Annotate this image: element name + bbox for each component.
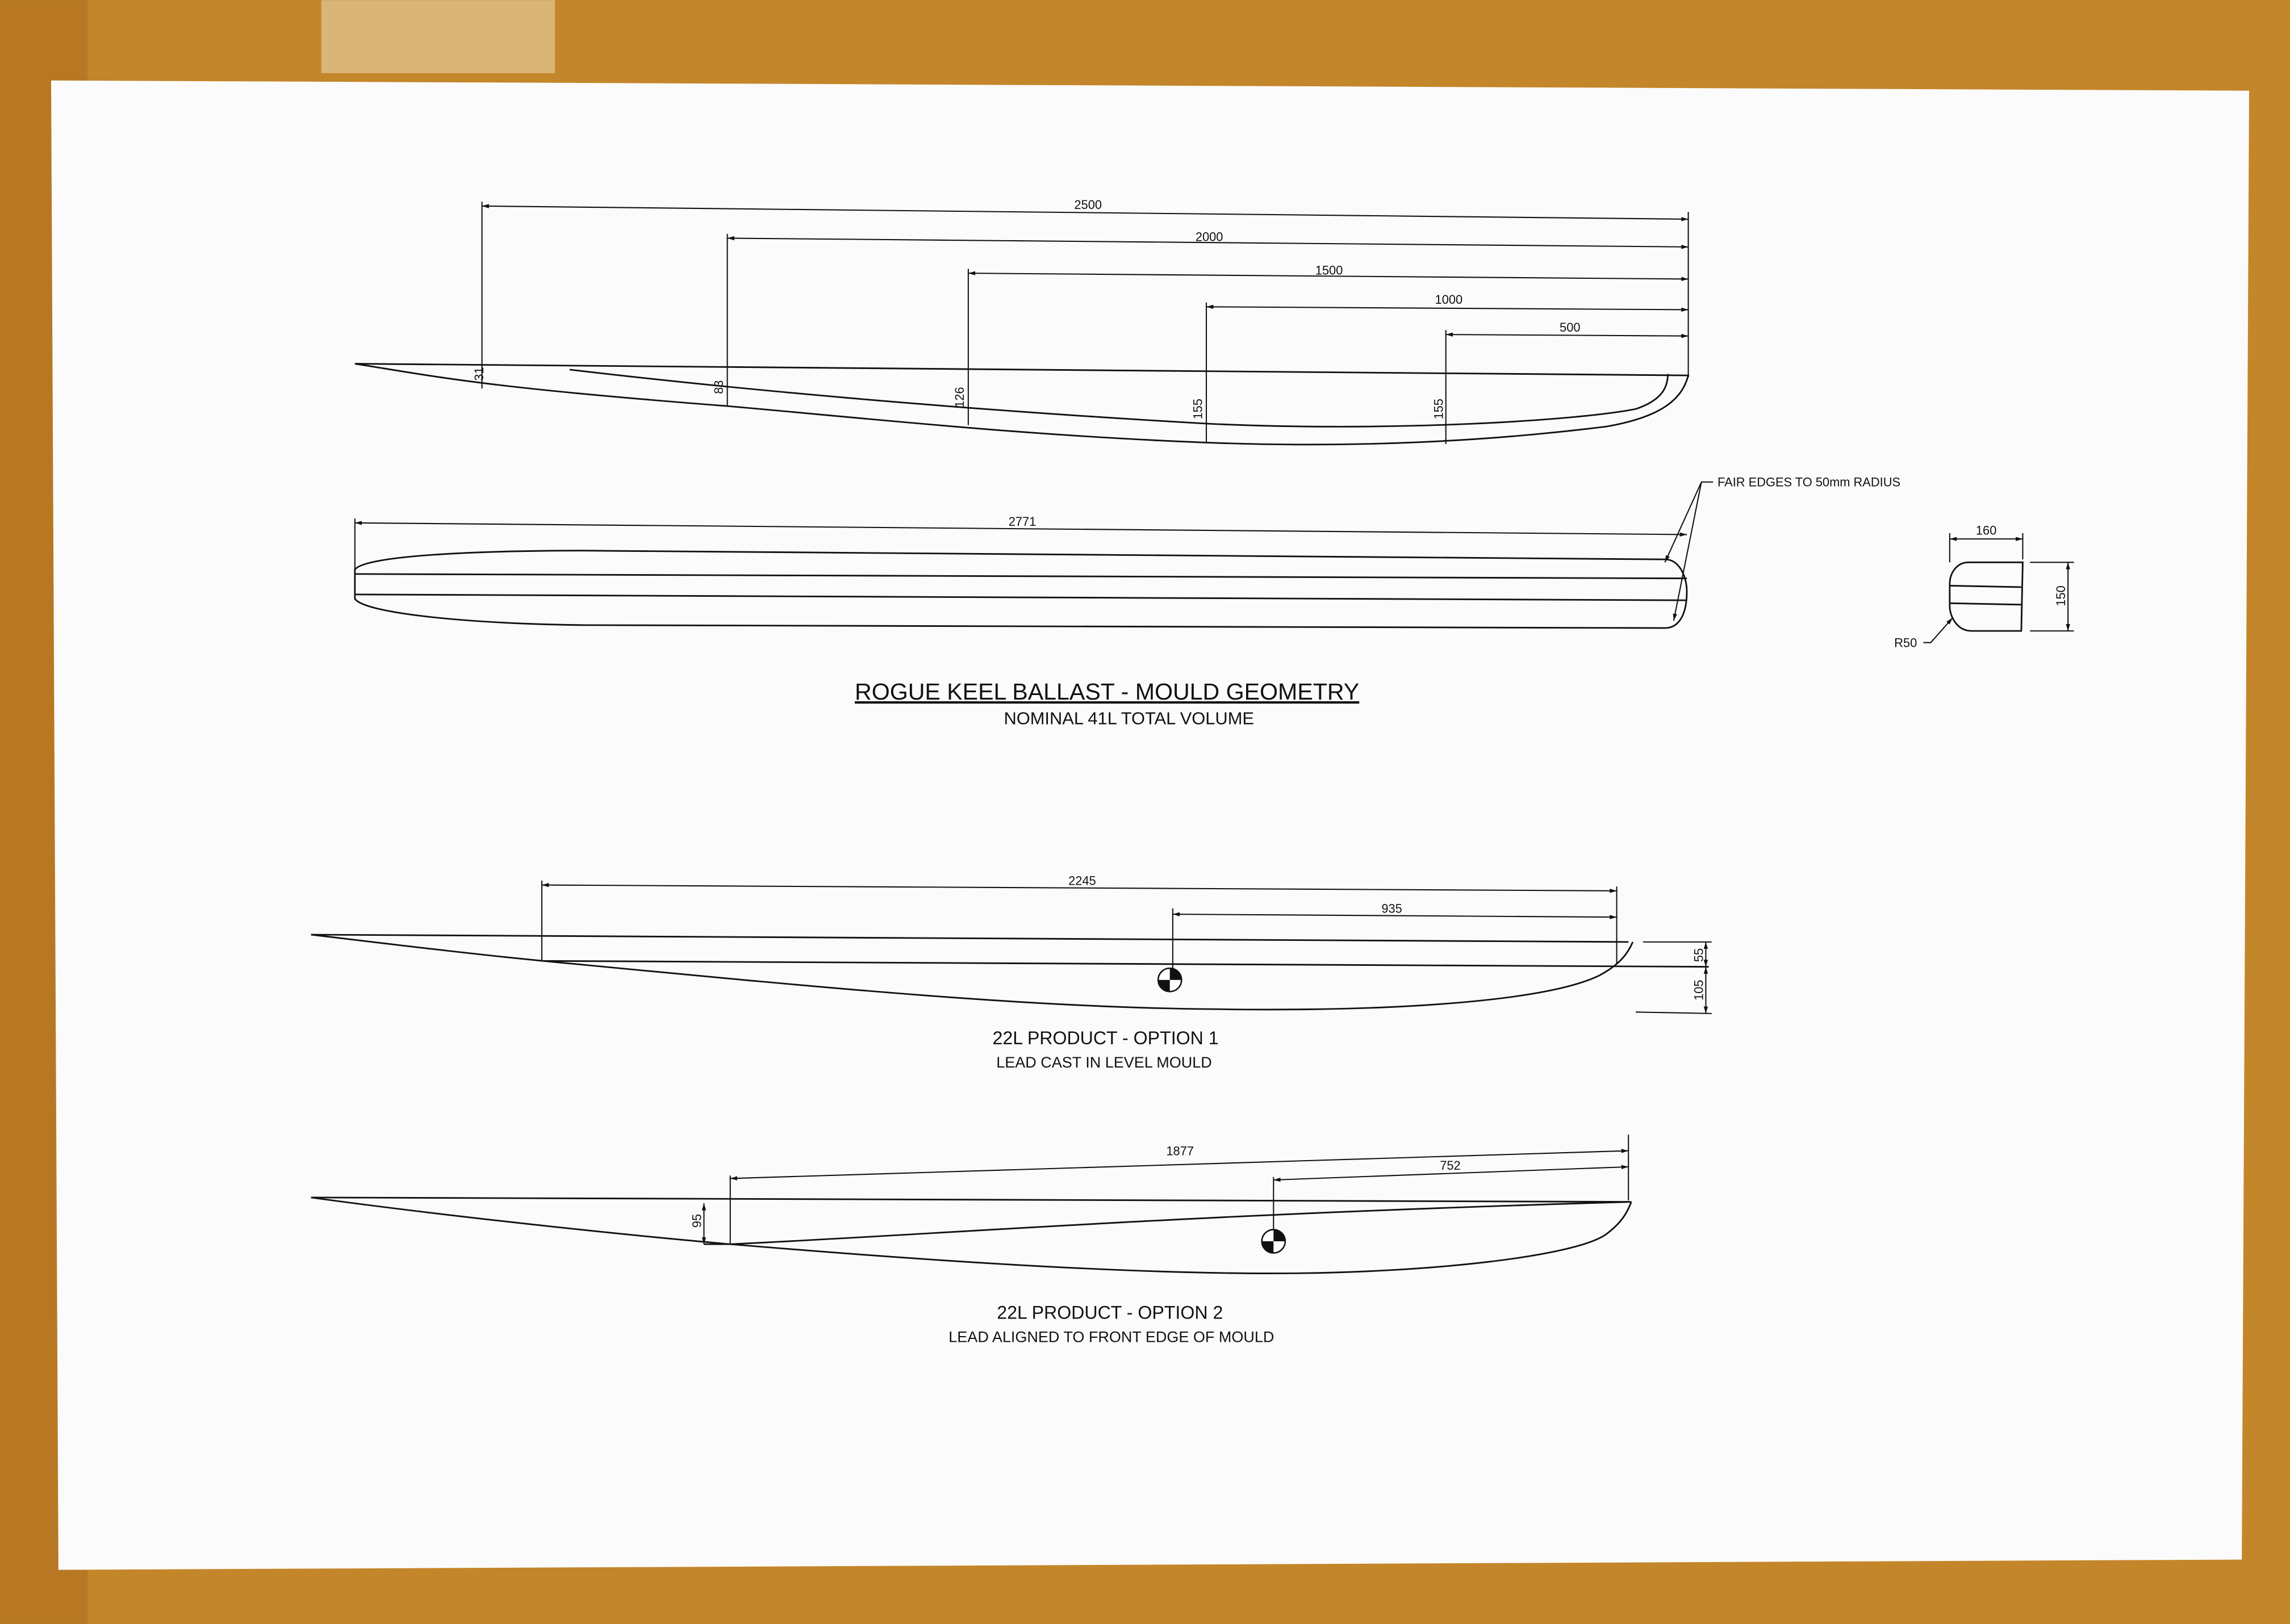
dim-2500: 2500 [1074,198,1102,212]
center-of-gravity-icon [1261,1229,1286,1254]
drawing-subtitle: NOMINAL 41L TOTAL VOLUME [1004,709,1254,729]
depth-126: 126 [952,387,967,407]
profile-view: 2500 2000 1500 1000 500 31 83 126 155 15… [354,198,1689,446]
dim-1000: 1000 [1435,292,1463,307]
option1-view: 2245 935 55 105 22L PRODUCT - OPTION 1 L… [311,874,1712,1071]
depth-31: 31 [472,367,486,380]
dim-95: 95 [689,1214,704,1228]
dim-752: 752 [1440,1158,1460,1173]
dim-2245: 2245 [1068,874,1096,888]
dim-160: 160 [1976,523,1996,537]
section-view: 160 150 R50 [1894,523,2074,650]
dim-105: 105 [1691,980,1706,1000]
option1-label: 22L PRODUCT - OPTION 1 [993,1028,1219,1048]
dim-935: 935 [1381,901,1402,915]
option2-view: 1877 752 95 22L PRODUCT - OPTION 2 LEAD … [311,1135,1632,1345]
dim-55: 55 [1691,948,1706,962]
drawing-title: ROGUE KEEL BALLAST - MOULD GEOMETRY [855,679,1359,705]
option1-sublabel: LEAD CAST IN LEVEL MOULD [996,1054,1212,1071]
radius-label: R50 [1894,635,1917,650]
dim-1500: 1500 [1315,263,1343,278]
dim-1877: 1877 [1166,1144,1194,1158]
dim-150: 150 [2054,585,2068,606]
depth-83: 83 [712,380,726,394]
dim-2771: 2771 [1009,514,1037,529]
dim-500: 500 [1560,320,1580,334]
depth-155a: 155 [1190,399,1205,419]
option2-label: 22L PRODUCT - OPTION 2 [997,1302,1223,1322]
depth-155b: 155 [1432,399,1446,419]
plan-view: 2771 FAIR EDGES TO 50mm RADIUS [354,475,1900,629]
option2-sublabel: LEAD ALIGNED TO FRONT EDGE OF MOULD [948,1328,1274,1345]
fair-edges-note: FAIR EDGES TO 50mm RADIUS [1718,475,1900,489]
dim-2000: 2000 [1196,230,1223,244]
center-of-gravity-icon [1157,967,1182,993]
paper-sheet [51,80,2249,1570]
